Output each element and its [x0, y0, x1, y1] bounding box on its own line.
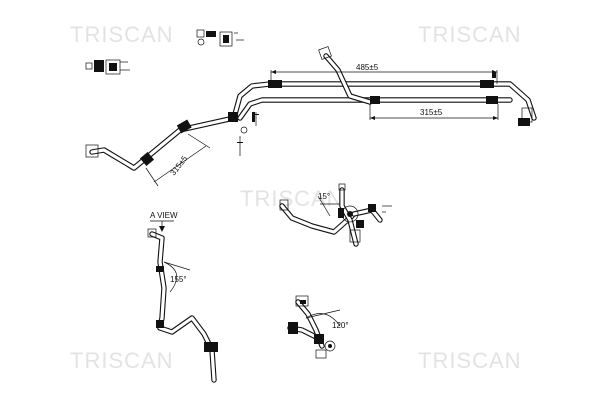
watermark-center: TRISCAN: [240, 186, 344, 211]
watermark-top-right: TRISCAN: [418, 22, 522, 47]
watermark-bottom-right: TRISCAN: [418, 348, 522, 373]
dimension-315-right: 315±5: [369, 104, 499, 120]
connector-detail-bottom: 120°: [287, 295, 349, 359]
dimension-485: 485±5: [270, 63, 498, 84]
bracket-annotations: [237, 112, 259, 156]
a-view-label: A VIEW: [150, 211, 178, 220]
angle-155-label: 155°: [170, 275, 187, 284]
dimension-315-left: 315±5: [145, 133, 211, 187]
angle-15-label: 15°: [318, 192, 330, 201]
dimension-315-left-label: 315±5: [168, 154, 189, 177]
main-hose-assembly: [85, 46, 537, 171]
dimension-315-right-label: 315±5: [420, 108, 443, 117]
fitting-detail-icons: [85, 29, 244, 75]
dimension-485-label: 485±5: [356, 63, 379, 72]
watermark-bottom-left: TRISCAN: [70, 348, 174, 373]
a-view-detail: A VIEW 155°: [147, 211, 218, 383]
watermark-top-left: TRISCAN: [70, 22, 174, 47]
angle-120-label: 120°: [332, 321, 349, 330]
connector-detail-center: 15°: [279, 183, 392, 247]
